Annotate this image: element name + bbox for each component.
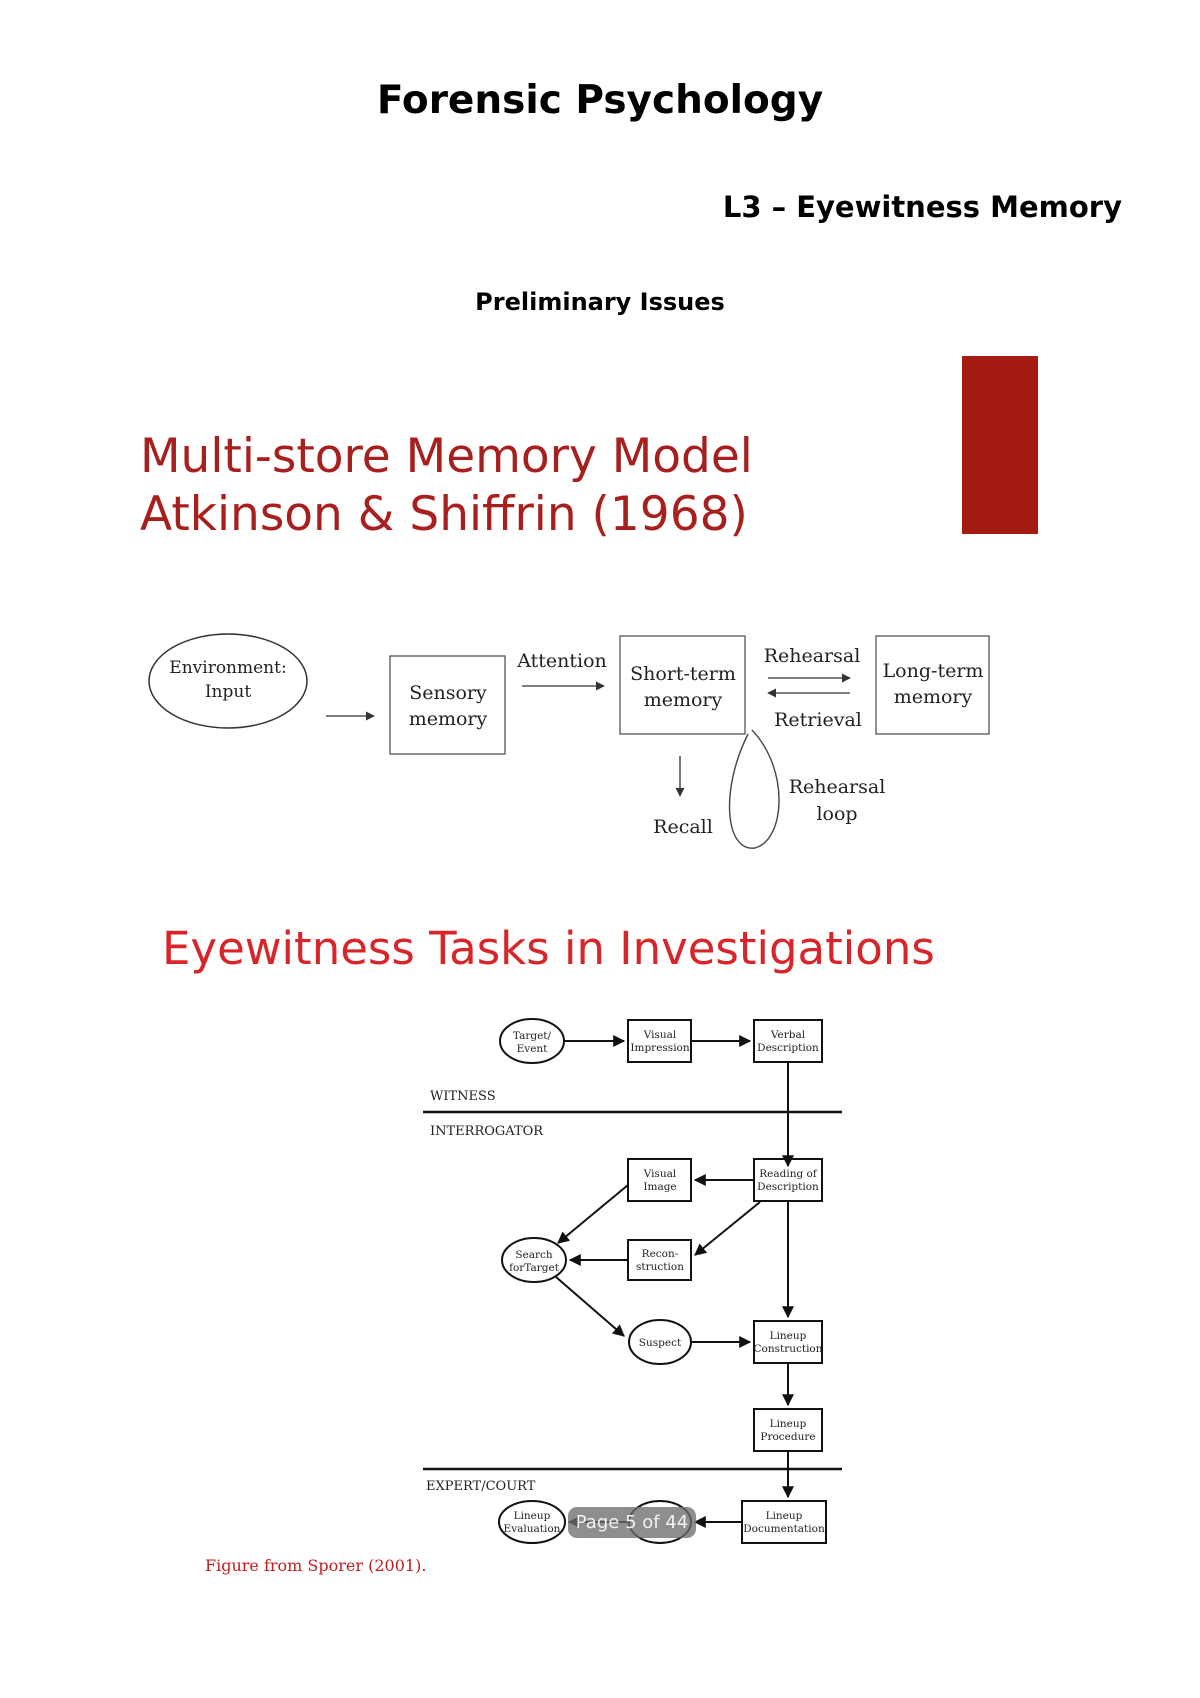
rehearsal-loop-label-1: Rehearsal bbox=[789, 776, 886, 798]
witness-label: WITNESS bbox=[430, 1089, 496, 1104]
lineup-procedure-label-2: Procedure bbox=[760, 1431, 815, 1443]
multi-store-memory-diagram: Environment: Input Sensory memory Attent… bbox=[148, 633, 990, 849]
environment-label-1: Environment: bbox=[169, 658, 286, 678]
slide-title-line2: Atkinson & Shiffrin (1968) bbox=[140, 487, 748, 542]
lineup-documentation-label-2: Documentation bbox=[743, 1523, 825, 1535]
slide-title-eyewitness-tasks: Eyewitness Tasks in Investigations bbox=[162, 922, 935, 975]
slide-title-memory-model: Multi-store Memory Model Atkinson & Shif… bbox=[140, 428, 753, 544]
reading-description-box bbox=[753, 1158, 823, 1202]
suspect-label: Suspect bbox=[639, 1337, 682, 1349]
slide-title-line1: Multi-store Memory Model bbox=[140, 429, 753, 484]
verbal-description-label-2: Description bbox=[757, 1042, 819, 1054]
reconstruction-label-1: Recon- bbox=[642, 1248, 679, 1260]
short-term-memory-box bbox=[619, 635, 746, 735]
rehearsal-loop-label-2: loop bbox=[816, 803, 857, 825]
target-label-1: Target/ bbox=[513, 1030, 552, 1042]
visual-image-label-1: Visual bbox=[643, 1168, 677, 1180]
lineup-construction-label-1: Lineup bbox=[770, 1330, 807, 1342]
figure-caption: Figure from Sporer (2001). bbox=[205, 1556, 427, 1575]
attention-label: Attention bbox=[516, 650, 607, 672]
visual-image-box bbox=[627, 1158, 692, 1202]
reading-label-1: Reading of bbox=[759, 1168, 818, 1180]
accent-bar bbox=[962, 356, 1038, 534]
suspect-node bbox=[628, 1319, 692, 1365]
search-label-2: forTarget bbox=[509, 1262, 560, 1274]
visual-impression-box bbox=[627, 1019, 692, 1063]
section-heading: Preliminary Issues bbox=[475, 288, 725, 316]
visual-impression-label-2: Impression bbox=[630, 1042, 690, 1054]
search-target-node bbox=[501, 1237, 567, 1283]
lineup-documentation-box bbox=[741, 1500, 827, 1544]
verbal-description-label-1: Verbal bbox=[770, 1029, 806, 1041]
environment-label-2: Input bbox=[205, 682, 251, 702]
ltm-label-2: memory bbox=[894, 686, 973, 708]
lineup-construction-box bbox=[753, 1320, 823, 1364]
stm-label-2: memory bbox=[644, 689, 723, 711]
verbal-description-box bbox=[753, 1019, 823, 1063]
long-term-memory-box bbox=[875, 635, 990, 735]
document-title: Forensic Psychology bbox=[376, 78, 824, 123]
target-event-node bbox=[499, 1018, 565, 1064]
expert-court-label: EXPERT/COURT bbox=[426, 1479, 536, 1494]
reading-label-2: Description bbox=[757, 1181, 819, 1193]
reconstruction-box bbox=[627, 1239, 692, 1281]
lineup-evaluation-node bbox=[498, 1500, 566, 1544]
recall-label: Recall bbox=[653, 816, 713, 838]
rehearsal-loop-curve bbox=[728, 729, 780, 849]
lineup-construction-label-2: Construction bbox=[753, 1343, 822, 1355]
page-indicator: Page 5 of 44 bbox=[568, 1507, 696, 1538]
search-label-1: Search bbox=[515, 1249, 553, 1261]
environment-node bbox=[148, 633, 308, 729]
reconstruction-label-2: struction bbox=[636, 1261, 684, 1273]
stm-label-1: Short-term bbox=[630, 663, 736, 685]
target-label-2: Event bbox=[517, 1043, 549, 1055]
ltm-label-1: Long-term bbox=[883, 660, 984, 682]
lineup-procedure-box bbox=[753, 1408, 823, 1452]
interrogator-label: INTERROGATOR bbox=[430, 1124, 544, 1139]
lineup-procedure-label-1: Lineup bbox=[770, 1418, 807, 1430]
lecture-title: L3 – Eyewitness Memory bbox=[722, 190, 1122, 224]
lineup-evaluation-label-1: Lineup bbox=[514, 1510, 551, 1522]
sensory-label-2: memory bbox=[409, 708, 488, 730]
lineup-evaluation-label-2: Evaluation bbox=[504, 1523, 561, 1535]
retrieval-label: Retrieval bbox=[774, 709, 862, 731]
arrow-search-to-suspect bbox=[555, 1276, 625, 1337]
arrow-image-to-search bbox=[557, 1184, 629, 1244]
visual-impression-label-1: Visual bbox=[643, 1029, 677, 1041]
eyewitness-tasks-flowchart: Target/ Event Visual Impression Verbal D… bbox=[423, 1018, 842, 1544]
arrow-reading-to-recon bbox=[694, 1201, 761, 1256]
sensory-label-1: Sensory bbox=[409, 682, 487, 704]
rehearsal-label: Rehearsal bbox=[764, 645, 861, 667]
sensory-memory-box bbox=[389, 655, 506, 755]
visual-image-label-2: Image bbox=[643, 1181, 676, 1193]
lineup-documentation-label-1: Lineup bbox=[766, 1510, 803, 1522]
